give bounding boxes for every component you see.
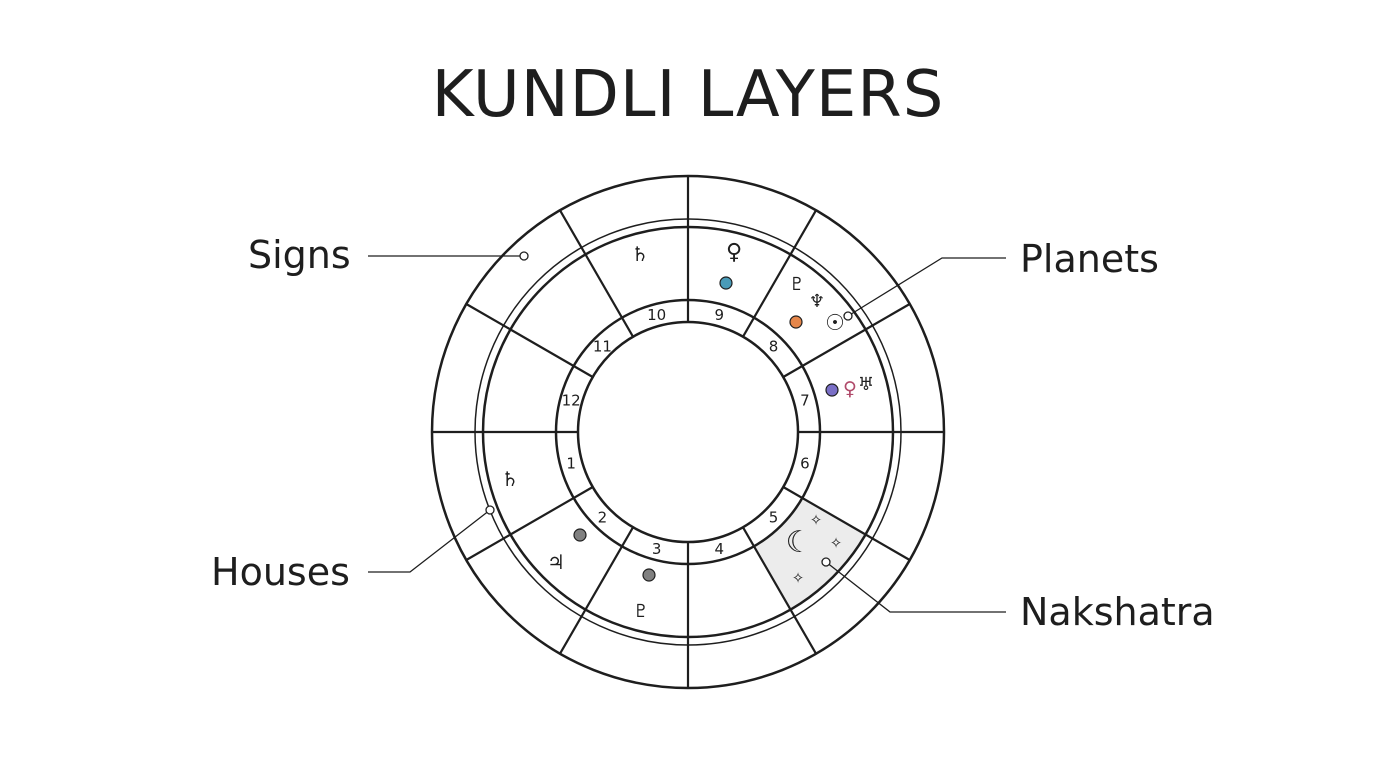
jupiter-icon: ♃	[547, 550, 565, 574]
orange-planet-dot	[789, 315, 803, 329]
neptune-icon: ♆	[809, 291, 825, 312]
sign-divider	[864, 303, 911, 331]
house-number: 10	[647, 306, 666, 324]
purple-planet-dot	[825, 383, 839, 397]
house-divider	[509, 486, 594, 536]
house-number: 3	[652, 540, 662, 558]
venus-icon: ♀	[726, 240, 742, 265]
star-icon: ✧	[810, 511, 823, 529]
house-divider	[742, 526, 792, 611]
planets-leader-dot	[843, 311, 853, 321]
pluto-icon: ♇	[789, 274, 805, 295]
house-divider	[584, 526, 634, 611]
sign-divider	[559, 608, 587, 655]
callout-signs: Signs	[248, 233, 351, 277]
sign-divider	[789, 209, 817, 256]
saturn-icon: ♄	[501, 467, 519, 491]
house-number: 11	[593, 337, 612, 355]
gray-planet-dot	[642, 568, 656, 582]
nakshatra-leader-dot	[821, 557, 831, 567]
house-number: 7	[800, 392, 810, 410]
sun-icon: ☉	[825, 311, 845, 336]
house-number: 9	[715, 306, 725, 324]
house-divider	[782, 328, 867, 378]
house-divider	[742, 253, 792, 338]
houses-leader-line	[368, 509, 491, 573]
teal-planet-dot	[719, 276, 733, 290]
star-icon: ✧	[792, 569, 805, 587]
star-icon: ✧	[830, 534, 843, 552]
house-divider	[782, 486, 867, 536]
signs-leader-dot	[519, 251, 529, 261]
sign-divider	[465, 303, 512, 331]
sign-divider	[465, 533, 512, 561]
nakshatra-leader-line	[825, 561, 1006, 613]
house-divider	[509, 328, 594, 378]
planets-leader-line	[847, 257, 1006, 317]
house-number: 12	[562, 392, 581, 410]
callout-nakshatra: Nakshatra	[1020, 590, 1215, 634]
gray-planet-dot	[573, 528, 587, 542]
pluto-icon: ♇	[633, 601, 649, 622]
callout-houses: Houses	[211, 550, 350, 594]
house-number: 2	[598, 509, 608, 527]
houses-leader-dot	[485, 505, 495, 515]
house-number: 4	[715, 540, 725, 558]
venus-icon: ♀	[843, 378, 857, 400]
page-title: KUNDLI LAYERS	[431, 58, 945, 132]
house-number: 8	[769, 337, 779, 355]
house-number: 6	[800, 454, 810, 472]
sign-divider	[864, 533, 911, 561]
sign-divider	[559, 209, 587, 256]
house-divider	[584, 253, 634, 338]
uranus-icon: ♅	[858, 374, 874, 395]
house-number: 5	[769, 509, 779, 527]
spokes	[432, 176, 944, 688]
saturn-icon: ♄	[631, 242, 649, 266]
sign-divider	[789, 608, 817, 655]
moon-icon: ☾	[786, 525, 813, 560]
house-number: 1	[566, 454, 576, 472]
callout-planets: Planets	[1020, 237, 1159, 281]
